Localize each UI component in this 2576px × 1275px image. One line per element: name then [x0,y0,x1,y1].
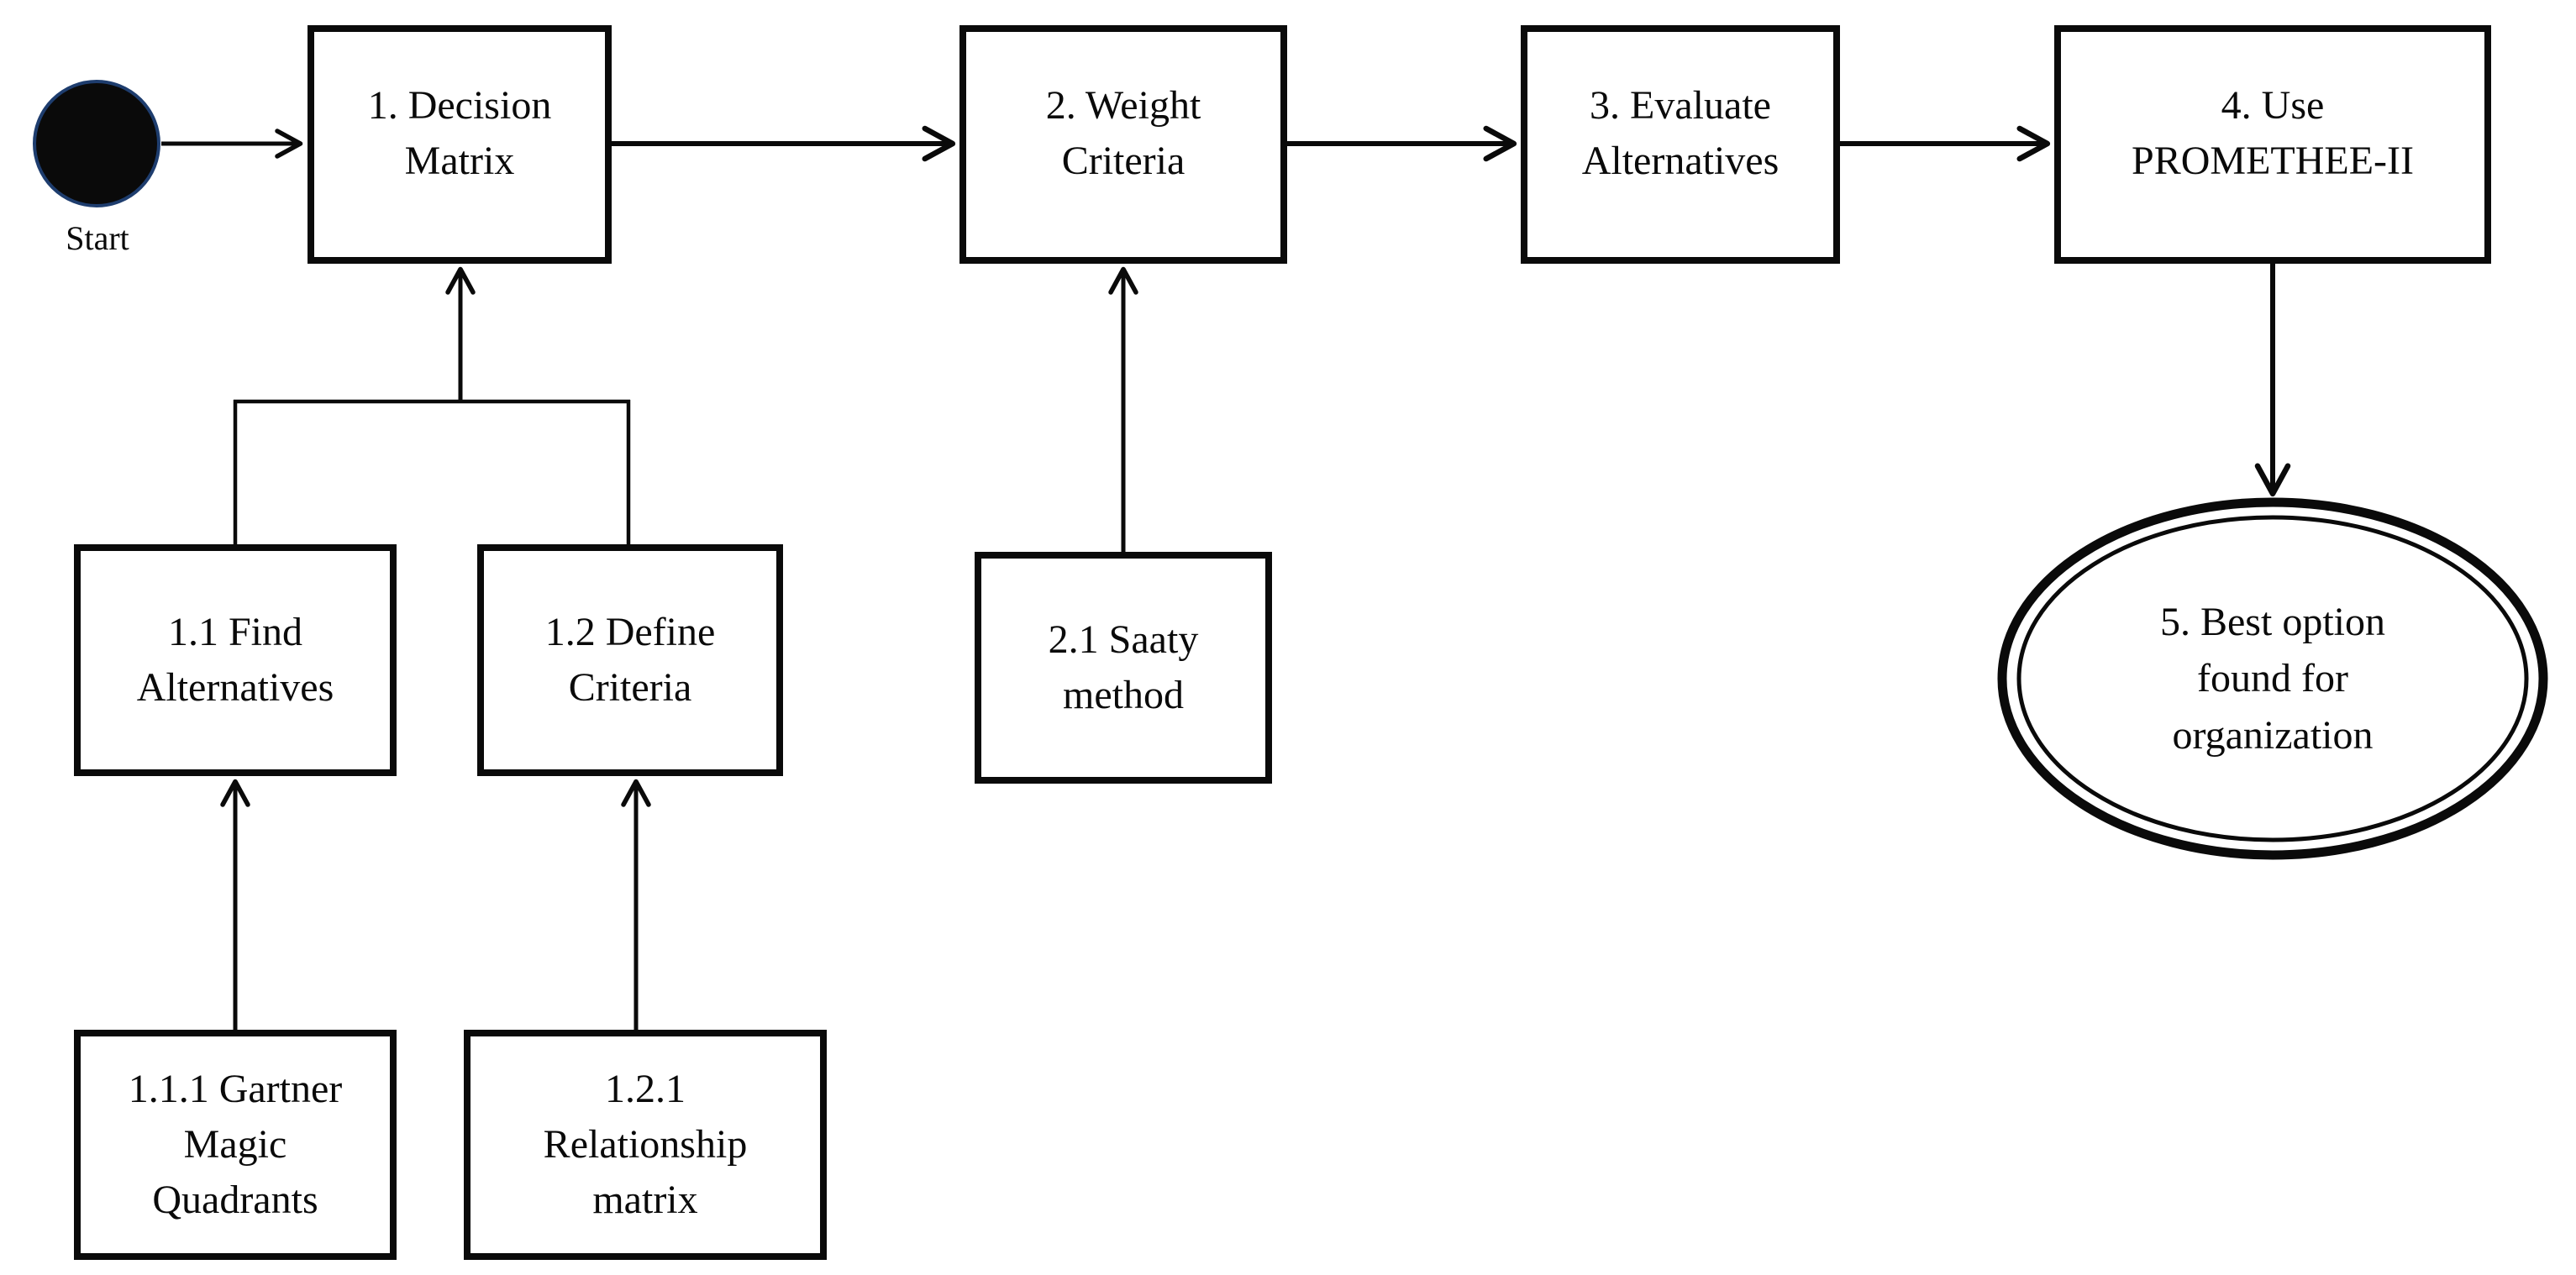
node-saaty-method: 2.1 Saaty method [975,552,1272,784]
node-use-promethee-ii: 4. Use PROMETHEE-II [2054,25,2491,264]
node-evaluate-alternatives: 3. Evaluate Alternatives [1521,25,1840,264]
node-best-option-label: 5. Best option found for organization [2159,600,2385,758]
node-relationship-matrix: 1.2.1 Relationship matrix [464,1030,827,1260]
node-gartner-magic-quadrants: 1.1.1 Gartner Magic Quadrants [74,1030,397,1260]
end-node-ellipse-outer [1997,497,2548,860]
node-find-alternatives: 1.1 Find Alternatives [74,544,397,776]
start-node-label: Start [66,219,129,257]
end-node-ellipse-inner [2016,515,2529,842]
node-weight-criteria: 2. Weight Criteria [959,25,1287,264]
start-node-circle [33,80,160,207]
node-define-criteria: 1.2 Define Criteria [477,544,783,776]
node-decision-matrix: 1. Decision Matrix [308,25,612,264]
